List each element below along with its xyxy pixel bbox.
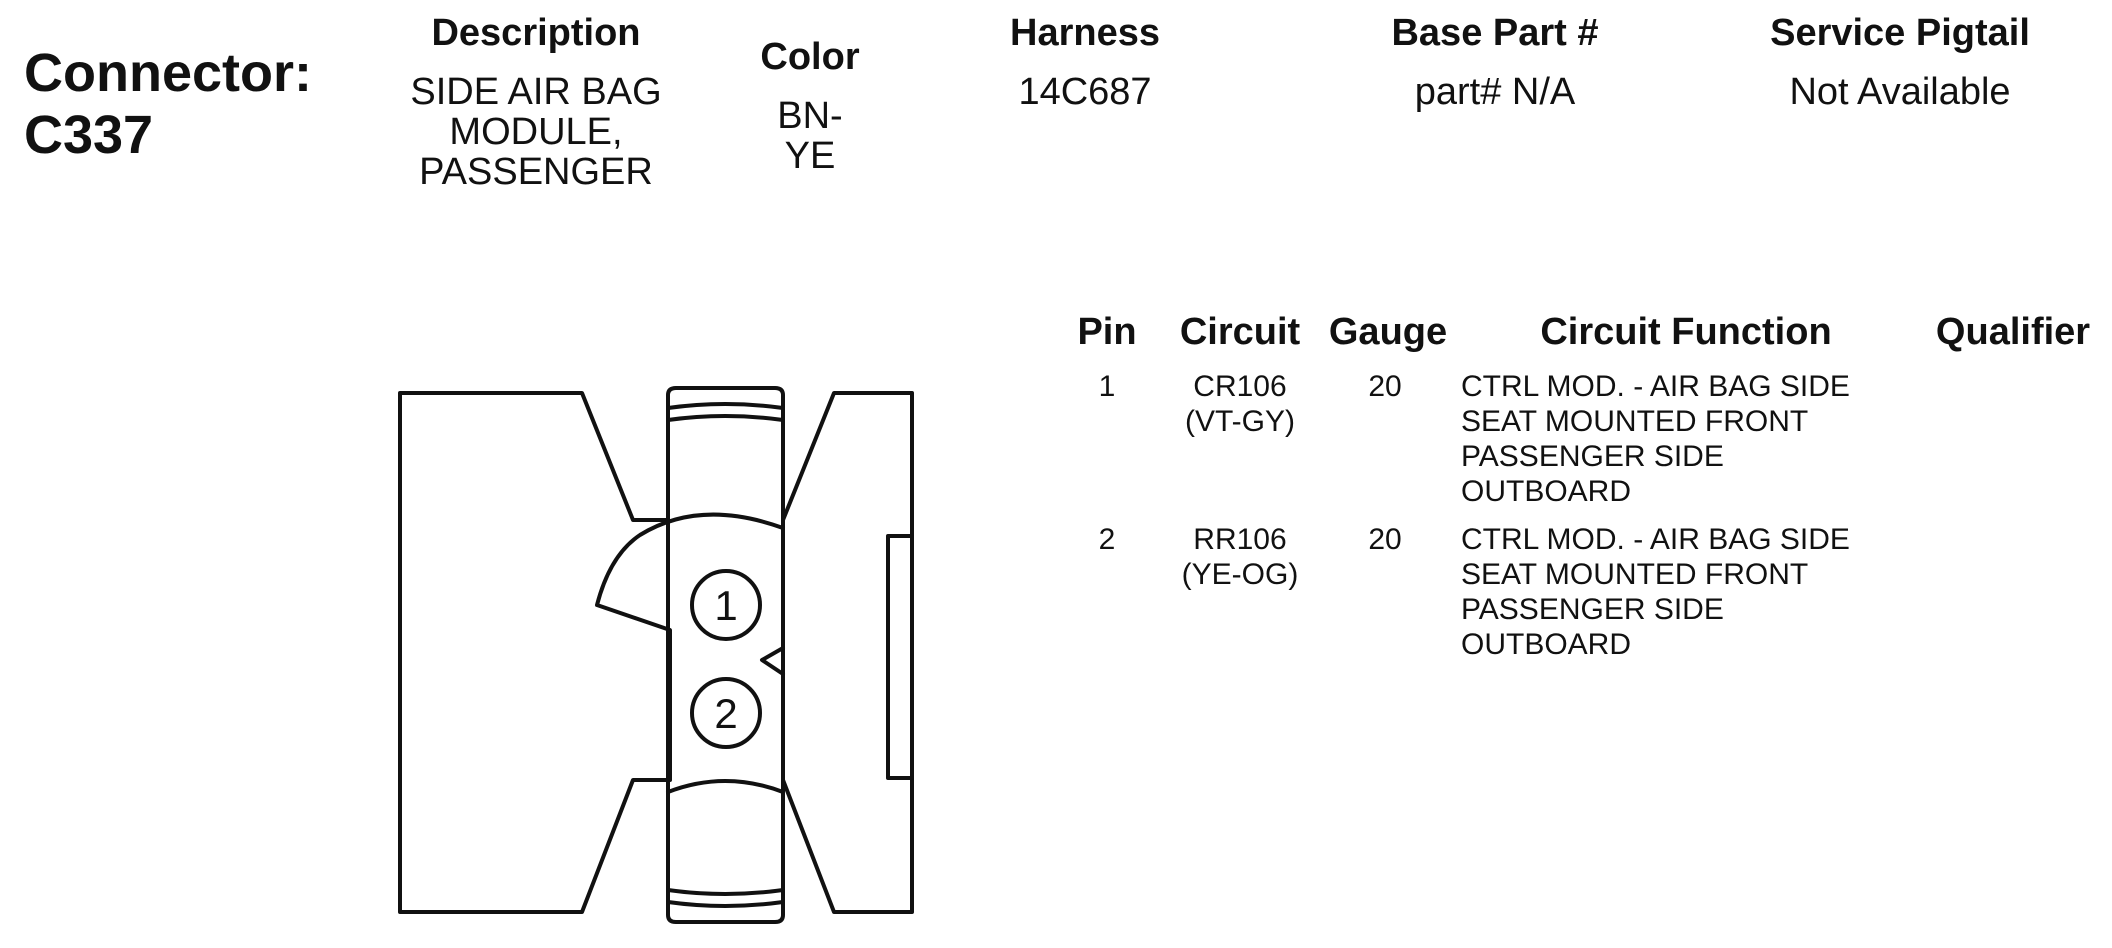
color-header: Color: [760, 36, 860, 78]
description-line: MODULE,: [449, 111, 623, 153]
connector-lower-arc: [666, 779, 785, 794]
function-line: CTRL MOD. - AIR BAG SIDE: [1461, 370, 1850, 403]
table-cell-pin: 1: [1098, 370, 1116, 403]
function-line: SEAT MOUNTED FRONT: [1461, 558, 1809, 591]
connector-bottom-band: [666, 900, 785, 908]
circuit-color: (VT-GY): [1185, 405, 1295, 438]
service-pigtail-header: Service Pigtail: [1770, 12, 2030, 54]
connector-left-body: [398, 391, 670, 914]
color-line: BN-: [777, 95, 843, 137]
table-cell-function: CTRL MOD. - AIR BAG SIDE SEAT MOUNTED FR…: [1461, 522, 1921, 662]
function-line: SEAT MOUNTED FRONT: [1461, 405, 1809, 438]
circuit-code: RR106: [1193, 523, 1287, 556]
circuit-color: (YE-OG): [1181, 558, 1299, 591]
table-cell-gauge: 20: [1368, 523, 1402, 556]
table-cell-circuit: RR106 (YE-OG): [1160, 522, 1320, 592]
table-header-pin: Pin: [1077, 311, 1137, 353]
connector-title: Connector: C337: [24, 42, 312, 166]
base-part-value: part# N/A: [1414, 71, 1576, 113]
function-line: CTRL MOD. - AIR BAG SIDE: [1461, 523, 1850, 556]
connector-key-hood: [595, 512, 785, 782]
connector-top-band: [666, 402, 785, 410]
connector-latch-tab: [886, 534, 914, 780]
pin-2-circle: [690, 677, 762, 749]
base-part-header: Base Part #: [1391, 12, 1599, 54]
function-line: PASSENGER SIDE: [1461, 440, 1724, 473]
connector-bottom-band: [666, 888, 785, 896]
table-cell-function: CTRL MOD. - AIR BAG SIDE SEAT MOUNTED FR…: [1461, 369, 1921, 509]
description-header: Description: [431, 12, 641, 54]
harness-header: Harness: [1010, 12, 1160, 54]
connector-key-notch: [760, 646, 785, 676]
connector-right-body: [781, 391, 914, 914]
circuit-code: CR106: [1193, 370, 1287, 403]
table-header-gauge: Gauge: [1328, 311, 1448, 353]
pin-1-label: 1: [714, 582, 737, 629]
description-line: SIDE AIR BAG: [410, 71, 662, 113]
table-cell-pin: 2: [1098, 523, 1116, 556]
connector-label: Connector:: [24, 43, 312, 103]
description-line: PASSENGER: [419, 151, 653, 193]
table-cell-gauge: 20: [1368, 370, 1402, 403]
connector-center-column: [666, 386, 785, 924]
table-cell-circuit: CR106 (VT-GY): [1160, 369, 1320, 439]
pin-2-label: 2: [714, 690, 737, 737]
function-line: OUTBOARD: [1461, 475, 1632, 508]
table-header-circuit: Circuit: [1179, 311, 1301, 353]
color-line: YE: [784, 135, 836, 177]
color-value: BN- YE: [720, 96, 900, 176]
pin-1-circle: [690, 569, 762, 641]
connector-id: C337: [24, 105, 154, 165]
function-line: PASSENGER SIDE: [1461, 593, 1724, 626]
harness-value: 14C687: [1018, 71, 1152, 113]
table-header-qualifier: Qualifier: [1935, 311, 2091, 353]
service-pigtail-value: Not Available: [1789, 71, 2011, 113]
connector-top-band: [666, 414, 785, 422]
description-value: SIDE AIR BAG MODULE, PASSENGER: [376, 72, 696, 192]
function-line: OUTBOARD: [1461, 628, 1632, 661]
table-header-function: Circuit Function: [1540, 311, 1832, 353]
